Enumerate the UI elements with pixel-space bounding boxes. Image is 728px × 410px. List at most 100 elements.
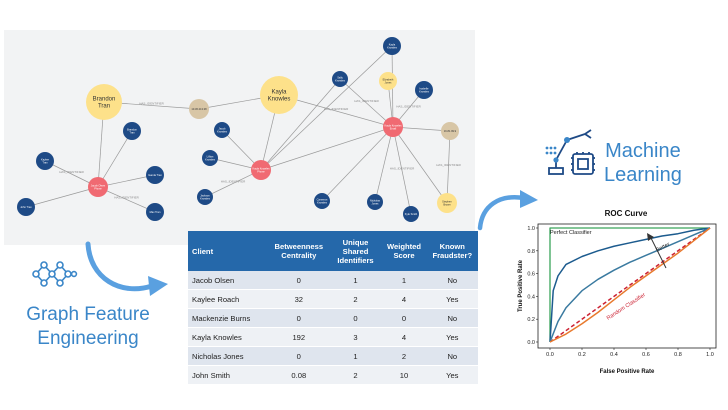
table-row: Jacob Olsen 0 1 1 No [188, 271, 478, 290]
graph-edge [204, 169, 262, 198]
node-circle [383, 117, 403, 137]
edge-label: HAS_IDENTIFIER [59, 170, 84, 174]
node-label: Email [390, 126, 397, 130]
node-circle [202, 150, 218, 166]
node-circle [441, 122, 459, 140]
cell-client: Nicholas Jones [188, 346, 268, 366]
cell-shared: 3 [329, 327, 382, 347]
graph-edge [446, 130, 451, 204]
node-label: Knowles [217, 129, 228, 133]
x-tick-label: 0.6 [642, 352, 650, 358]
node-label: Brandon [93, 97, 116, 103]
machine-learning-title: Machine Learning [604, 139, 682, 187]
cell-shared: 2 [329, 289, 382, 309]
cell-betweenness: 0 [268, 346, 330, 366]
edge-label: HAS_IDENTIFIER [396, 105, 421, 109]
graph-edge [321, 126, 394, 202]
cell-shared: 2 [329, 365, 382, 385]
graph-node-identifier: Kyle Smith [403, 206, 419, 222]
node-circle [36, 152, 54, 170]
node-label: Knowles [268, 97, 291, 103]
curved-arrow-icon [85, 241, 168, 296]
graph-edge [339, 78, 394, 128]
node-label: 10.36.213.38 [191, 107, 207, 111]
node-label: Jones [372, 201, 380, 205]
node-label: Knowles [387, 45, 398, 49]
node-circle [86, 84, 122, 120]
table-row: Nicholas Jones 0 1 2 No [188, 346, 478, 366]
node-label: 16.81.99.9 [444, 129, 457, 133]
roc-series-model-3 [549, 227, 711, 343]
node-label: Knowles [200, 196, 211, 200]
node-circle [314, 193, 330, 209]
roc-series-model-2 [549, 227, 711, 343]
node-label: Kyle Smith [405, 212, 418, 216]
node-label: Lillian [207, 154, 214, 158]
graph-edge [97, 186, 156, 213]
node-label: Gamla Tran [148, 173, 162, 177]
curved-arrow-icon [477, 190, 538, 231]
node-circle [332, 71, 348, 87]
left-title-line2: Engineering [37, 328, 139, 349]
node-label: Kaylee [41, 157, 49, 161]
node-label: Sally [337, 75, 343, 79]
graph-edge [25, 186, 99, 208]
node-circle [379, 72, 397, 90]
network-icon [32, 261, 78, 287]
edge-label: HAS_IDENTIFIER [114, 196, 139, 200]
node-label: John Tran [20, 205, 32, 209]
node-label: Brown [443, 202, 451, 206]
cell-client: John Smith [188, 365, 268, 385]
node-circle [251, 160, 271, 180]
table-row: John Smith 0.08 2 10 Yes [188, 365, 478, 385]
table-header-row: Client Betweenness Centrality Unique Sha… [188, 231, 478, 271]
col-header-known-fraudster: Known Fraudster? [426, 231, 478, 271]
plot-frame [537, 223, 717, 349]
node-label: Nicholas [370, 198, 381, 202]
cell-fraudster: Yes [426, 289, 478, 309]
node-label: Tran [98, 104, 110, 110]
roc-lines [549, 227, 711, 343]
graph-node-identifier: John Tran [17, 198, 35, 216]
roc-series-random [549, 227, 711, 343]
graph-node-identifier: Gamla Tran [146, 166, 164, 184]
annotation-random-classifier: Random Classifier [606, 292, 647, 322]
graph-feature-engineering-title: Graph Feature Engineering [8, 303, 168, 351]
col-header-shared-identifiers: Unique Shared Identifiers [329, 231, 382, 271]
y-axis-label: True Positive Rate [518, 259, 524, 312]
graph-edge [260, 126, 394, 171]
graph-edge [278, 94, 394, 128]
cell-betweenness: 32 [268, 289, 330, 309]
cell-client: Mackenzie Burns [188, 308, 268, 328]
col-header-betweenness: Betweenness Centrality [268, 231, 330, 271]
cell-fraudster: No [426, 271, 478, 290]
y-tick-label: 0.6 [527, 272, 535, 278]
node-circle [197, 189, 213, 205]
right-title-line1: Machine [605, 140, 681, 162]
node-label: Max Tran [150, 210, 161, 214]
y-tick-label: 0.0 [527, 340, 535, 346]
right-title-line2: Learning [604, 164, 682, 186]
graph-node-identifier: Max Tran [146, 203, 164, 221]
node-label: Jacob [219, 126, 226, 130]
node-label: Elizabeth [383, 77, 394, 81]
node-label: Kayla [271, 90, 287, 96]
x-tick-label: 0.0 [546, 352, 554, 358]
cell-score: 4 [381, 327, 427, 347]
node-circle [123, 122, 141, 140]
graph-nodes: BrandonTranKaylaKnowles10.36.213.3816.81… [17, 37, 459, 222]
node-label: Tran [42, 160, 48, 164]
table-row: Mackenzie Burns 0 0 0 No [188, 308, 478, 328]
